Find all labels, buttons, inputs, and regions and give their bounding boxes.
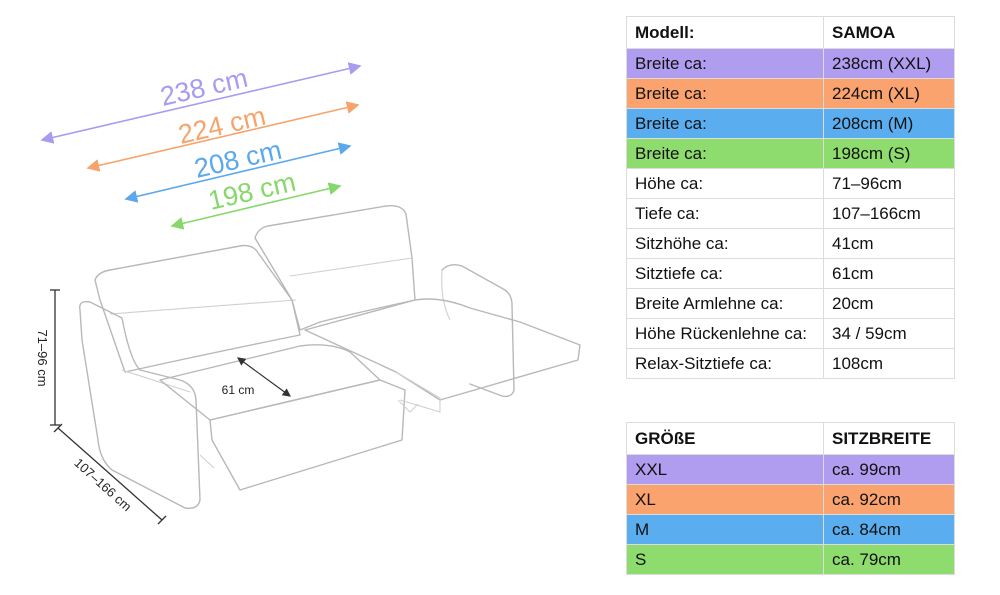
spec-value: 198cm (S) — [823, 138, 955, 169]
table-row: XXL ca. 99cm — [626, 454, 955, 485]
size-seat-width: ca. 79cm — [823, 544, 955, 575]
sofa-outline — [79, 204, 581, 510]
spec-label: Tiefe ca: — [626, 198, 824, 229]
size-header-width: SITZBREITE — [823, 422, 955, 455]
seat-depth-label: 61 cm — [222, 383, 255, 397]
spec-value: 41cm — [823, 228, 955, 259]
table-row: Breite ca: 238cm (XXL) — [626, 48, 955, 79]
table-row: Höhe Rückenlehne ca: 34 / 59cm — [626, 318, 955, 349]
table-row: Breite ca: 198cm (S) — [626, 138, 955, 169]
size-seat-width: ca. 99cm — [823, 454, 955, 485]
spec-value: 61cm — [823, 258, 955, 289]
spec-label: Höhe Rückenlehne ca: — [626, 318, 824, 349]
spec-table: Modell: SAMOA Breite ca: 238cm (XXL) Bre… — [626, 16, 955, 379]
spec-value: 224cm (XL) — [823, 78, 955, 109]
table-row: Sitzhöhe ca: 41cm — [626, 228, 955, 259]
spec-label: Breite ca: — [626, 108, 824, 139]
spec-label: Sitzhöhe ca: — [626, 228, 824, 259]
table-row: Breite ca: 208cm (M) — [626, 108, 955, 139]
table-row: S ca. 79cm — [626, 544, 955, 575]
table-row: Tiefe ca: 107–166cm — [626, 198, 955, 229]
size-name: M — [626, 514, 824, 545]
spec-value: 108cm — [823, 348, 955, 379]
width-arrow-198 — [170, 182, 342, 230]
spec-label: Relax-Sitztiefe ca: — [626, 348, 824, 379]
spec-label: Breite ca: — [626, 138, 824, 169]
depth-label: 107–166 cm — [71, 455, 134, 514]
table-row: XL ca. 92cm — [626, 484, 955, 515]
table-row: M ca. 84cm — [626, 514, 955, 545]
size-header-size: GRÖßE — [626, 422, 824, 455]
height-label: 71–96 cm — [35, 329, 50, 386]
table-row: Relax-Sitztiefe ca: 108cm — [626, 348, 955, 379]
table-row: Breite ca: 224cm (XL) — [626, 78, 955, 109]
sofa-dimension-drawing: 238 cm 224 cm 208 cm 198 cm 71–96 cm 107… — [35, 62, 581, 525]
table-row: Höhe ca: 71–96cm — [626, 168, 955, 199]
size-table-header: GRÖßE SITZBREITE — [626, 422, 955, 455]
seat-depth-dim-line — [237, 357, 291, 397]
size-name: S — [626, 544, 824, 575]
table-row: Breite Armlehne ca: 20cm — [626, 288, 955, 319]
spec-value: 34 / 59cm — [823, 318, 955, 349]
spec-label: Breite Armlehne ca: — [626, 288, 824, 319]
size-seat-width: ca. 92cm — [823, 484, 955, 515]
table-row: Sitztiefe ca: 61cm — [626, 258, 955, 289]
spec-label: Höhe ca: — [626, 168, 824, 199]
spec-header-name: SAMOA — [823, 16, 955, 49]
spec-value: 238cm (XXL) — [823, 48, 955, 79]
size-name: XXL — [626, 454, 824, 485]
width-label-238: 238 cm — [157, 63, 250, 112]
spec-label: Sitztiefe ca: — [626, 258, 824, 289]
depth-dim-line — [57, 427, 163, 521]
spec-value: 71–96cm — [823, 168, 955, 199]
spec-label: Breite ca: — [626, 48, 824, 79]
spec-table-header: Modell: SAMOA — [626, 16, 955, 49]
width-arrow-208 — [124, 142, 352, 203]
spec-value: 20cm — [823, 288, 955, 319]
size-name: XL — [626, 484, 824, 515]
size-seat-width: ca. 84cm — [823, 514, 955, 545]
spec-label: Breite ca: — [626, 78, 824, 109]
spec-value: 208cm (M) — [823, 108, 955, 139]
spec-header-model: Modell: — [626, 16, 824, 49]
size-table: GRÖßE SITZBREITE XXL ca. 99cm XL ca. 92c… — [626, 422, 955, 575]
spec-value: 107–166cm — [823, 198, 955, 229]
